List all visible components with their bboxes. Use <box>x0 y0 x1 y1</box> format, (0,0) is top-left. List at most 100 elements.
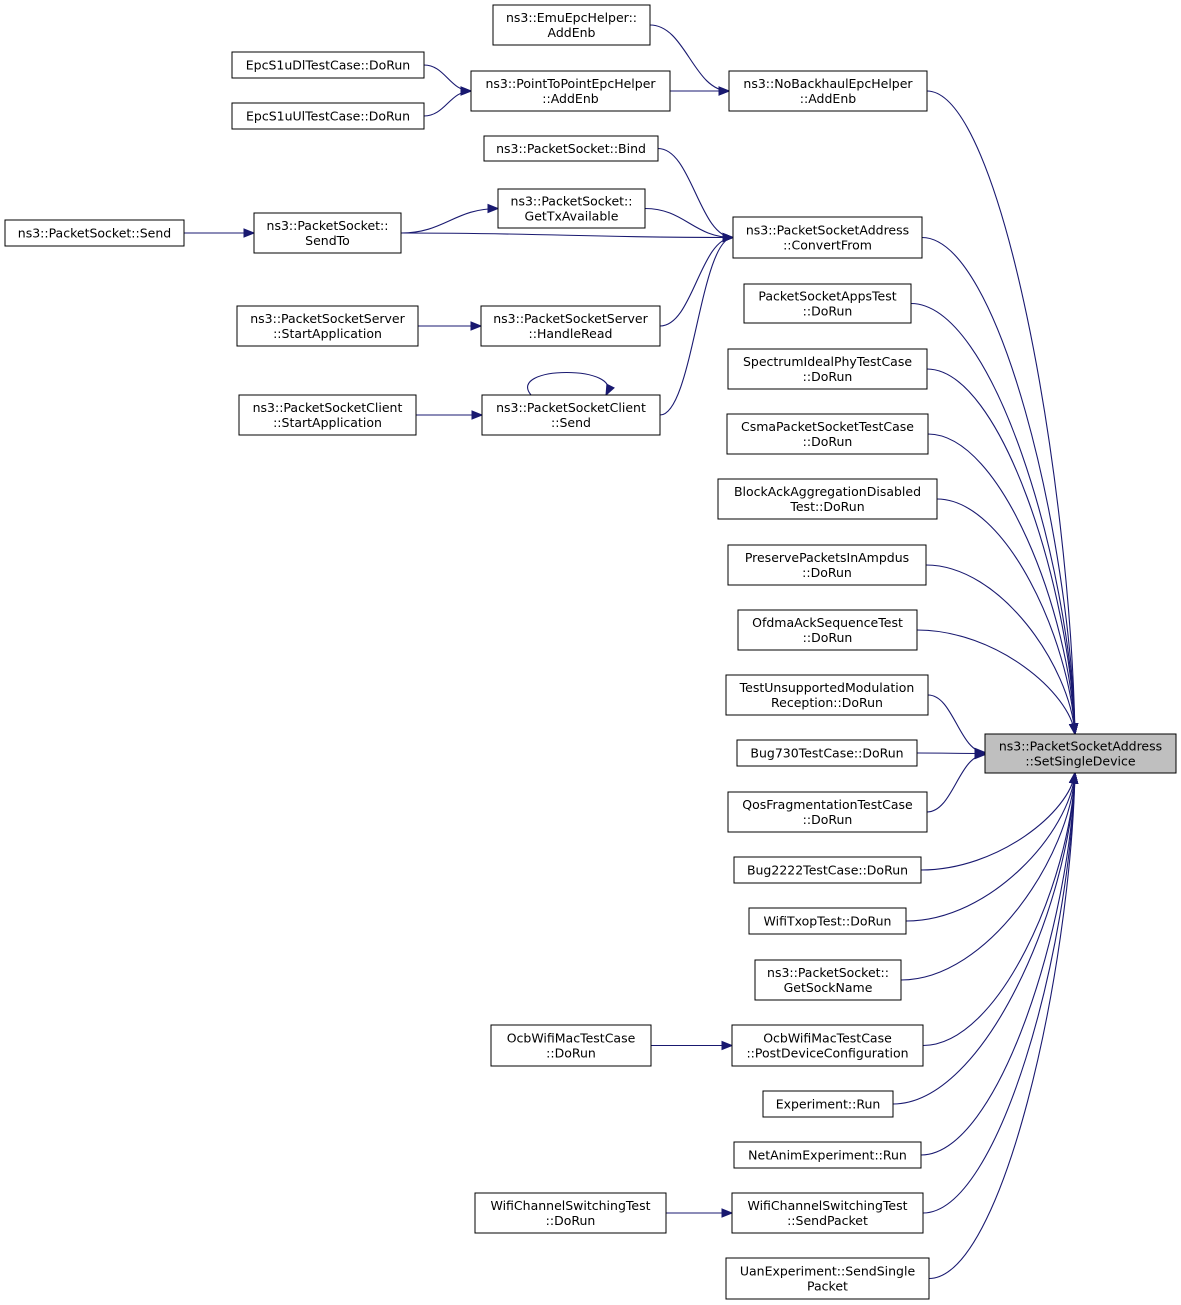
node-bug730[interactable]: Bug730TestCase::DoRun <box>736 739 918 767</box>
node-unsupported[interactable]: TestUnsupportedModulationReception::DoRu… <box>725 674 929 716</box>
node-box <box>236 305 419 347</box>
node-label: ::SendPacket <box>787 1213 868 1228</box>
node-clientSend[interactable]: ns3::PacketSocketClient::Send <box>481 394 661 436</box>
node-chanSendPkt[interactable]: WifiChannelSwitchingTest::SendPacket <box>731 1192 924 1234</box>
edge-sendTo-to-getTx <box>400 203 500 234</box>
node-box <box>754 959 902 1001</box>
node-label: ::DoRun <box>803 434 853 449</box>
node-bug2222[interactable]: Bug2222TestCase::DoRun <box>733 856 922 884</box>
node-label: ns3::PacketSocketServer <box>250 311 405 326</box>
node-appsTest[interactable]: PacketSocketAppsTest::DoRun <box>743 283 912 324</box>
node-box <box>762 1090 894 1118</box>
node-label: ::ConvertFrom <box>783 238 872 253</box>
node-label: AddEnb <box>548 25 596 40</box>
node-label: ::DoRun <box>803 812 853 827</box>
edge-bug2222-to-target <box>920 771 1079 871</box>
node-label: TestUnsupportedModulation <box>739 680 915 695</box>
node-label: ns3::PacketSocketAddress <box>746 223 909 238</box>
node-target[interactable]: ns3::PacketSocketAddress::SetSingleDevic… <box>984 733 1177 774</box>
edge-handleRead-to-convertFrom <box>659 232 735 327</box>
node-label: ::SetSingleDevice <box>1025 754 1135 769</box>
node-label: ns3::PacketSocket:: <box>267 218 389 233</box>
node-experiment[interactable]: Experiment::Run <box>762 1090 894 1118</box>
node-box <box>4 219 185 247</box>
node-s1uDl[interactable]: EpcS1uDlTestCase::DoRun <box>231 51 425 79</box>
edge-ocbPost-to-target <box>922 771 1079 1047</box>
node-p2pEpc[interactable]: ns3::PointToPointEpcHelper::AddEnb <box>470 70 671 112</box>
node-sendTo[interactable]: ns3::PacketSocket::SendTo <box>253 212 402 254</box>
node-label: ns3::PacketSocketClient <box>496 400 646 415</box>
node-label: OcbWifiMacTestCase <box>763 1031 892 1046</box>
edge-csma-to-target <box>927 433 1079 736</box>
node-label: NetAnimExperiment::Run <box>748 1148 907 1163</box>
node-box <box>737 609 918 651</box>
node-box <box>728 70 928 112</box>
node-box <box>727 348 928 390</box>
node-label: ns3::EmuEpcHelper:: <box>506 10 637 25</box>
node-bind[interactable]: ns3::PacketSocket::Bind <box>483 135 659 162</box>
node-preserve[interactable]: PreservePacketsInAmpdus::DoRun <box>727 544 927 586</box>
node-emuEpc[interactable]: ns3::EmuEpcHelper::AddEnb <box>492 4 651 46</box>
node-box <box>483 135 659 162</box>
node-qosFrag[interactable]: QosFragmentationTestCase::DoRun <box>727 791 928 833</box>
edge-clientSend-to-convertFrom <box>659 232 735 416</box>
node-label: Bug730TestCase::DoRun <box>750 746 903 761</box>
node-label: ::DoRun <box>803 304 853 319</box>
node-handleRead[interactable]: ns3::PacketSocketServer::HandleRead <box>480 305 661 347</box>
node-label: ::DoRun <box>546 1046 596 1061</box>
node-box <box>725 674 929 716</box>
node-box <box>748 907 907 935</box>
node-label: WifiTxopTest::DoRun <box>764 914 892 929</box>
node-box <box>733 856 922 884</box>
node-label: Bug2222TestCase::DoRun <box>747 863 908 878</box>
node-label: ::HandleRead <box>529 326 613 341</box>
node-label: ns3::PacketSocket::Bind <box>496 141 646 156</box>
edge-ofdma-to-target <box>916 629 1079 736</box>
node-sockName[interactable]: ns3::PacketSocket::GetSockName <box>754 959 902 1001</box>
node-clientStart[interactable]: ns3::PacketSocketClient::StartApplicatio… <box>238 394 417 436</box>
node-netAnim[interactable]: NetAnimExperiment::Run <box>733 1141 922 1169</box>
node-label: WifiChannelSwitchingTest <box>747 1198 907 1213</box>
node-ocbPost[interactable]: OcbWifiMacTestCase::PostDeviceConfigurat… <box>731 1024 924 1067</box>
edge-spectrum-to-target <box>926 368 1079 736</box>
node-box <box>736 739 918 767</box>
node-chanDoRun[interactable]: WifiChannelSwitchingTest::DoRun <box>474 1192 667 1234</box>
node-spectrum[interactable]: SpectrumIdealPhyTestCase::DoRun <box>727 348 928 390</box>
node-psSend[interactable]: ns3::PacketSocket::Send <box>4 219 185 247</box>
node-label: ns3::PacketSocket:: <box>767 965 889 980</box>
node-box <box>231 51 425 79</box>
node-label: ::DoRun <box>546 1213 596 1228</box>
edge-convertFrom-to-target <box>921 236 1079 736</box>
edge-blockAck-to-target <box>936 498 1079 736</box>
node-label: ::AddEnb <box>542 91 598 106</box>
node-label: ::DoRun <box>803 630 853 645</box>
node-convertFrom[interactable]: ns3::PacketSocketAddress::ConvertFrom <box>732 216 923 259</box>
node-label: QosFragmentationTestCase <box>742 797 913 812</box>
node-label: BlockAckAggregationDisabled <box>734 484 921 499</box>
node-noBackhaul[interactable]: ns3::NoBackhaulEpcHelper::AddEnb <box>728 70 928 112</box>
node-box <box>470 70 671 112</box>
node-label: ::StartApplication <box>273 415 382 430</box>
edge-s1uUl-to-p2pEpc <box>423 86 473 117</box>
node-serverStart[interactable]: ns3::PacketSocketServer::StartApplicatio… <box>236 305 419 347</box>
node-label: PreservePacketsInAmpdus <box>745 550 909 565</box>
node-label: ns3::PacketSocketClient <box>253 400 403 415</box>
edges-layer <box>184 24 1079 1280</box>
edge-ocbRun-to-ocbPost <box>651 1040 734 1051</box>
edge-uan-to-target <box>928 771 1079 1280</box>
node-label: ns3::PointToPointEpcHelper <box>485 76 656 91</box>
node-ocbRun[interactable]: OcbWifiMacTestCase::DoRun <box>490 1024 652 1067</box>
node-box <box>253 212 402 254</box>
node-ofdma[interactable]: OfdmaAckSequenceTest::DoRun <box>737 609 918 651</box>
node-box <box>717 478 938 520</box>
node-label: UanExperiment::SendSingle <box>740 1264 916 1279</box>
node-txop[interactable]: WifiTxopTest::DoRun <box>748 907 907 935</box>
node-s1uUl[interactable]: EpcS1uUlTestCase::DoRun <box>231 102 425 130</box>
node-label: ::Send <box>551 415 591 430</box>
node-getTx[interactable]: ns3::PacketSocket::GetTxAvailable <box>497 188 646 229</box>
node-csma[interactable]: CsmaPacketSocketTestCase::DoRun <box>726 413 929 455</box>
edge-chanDoRun-to-chanSendPkt <box>666 1208 734 1218</box>
